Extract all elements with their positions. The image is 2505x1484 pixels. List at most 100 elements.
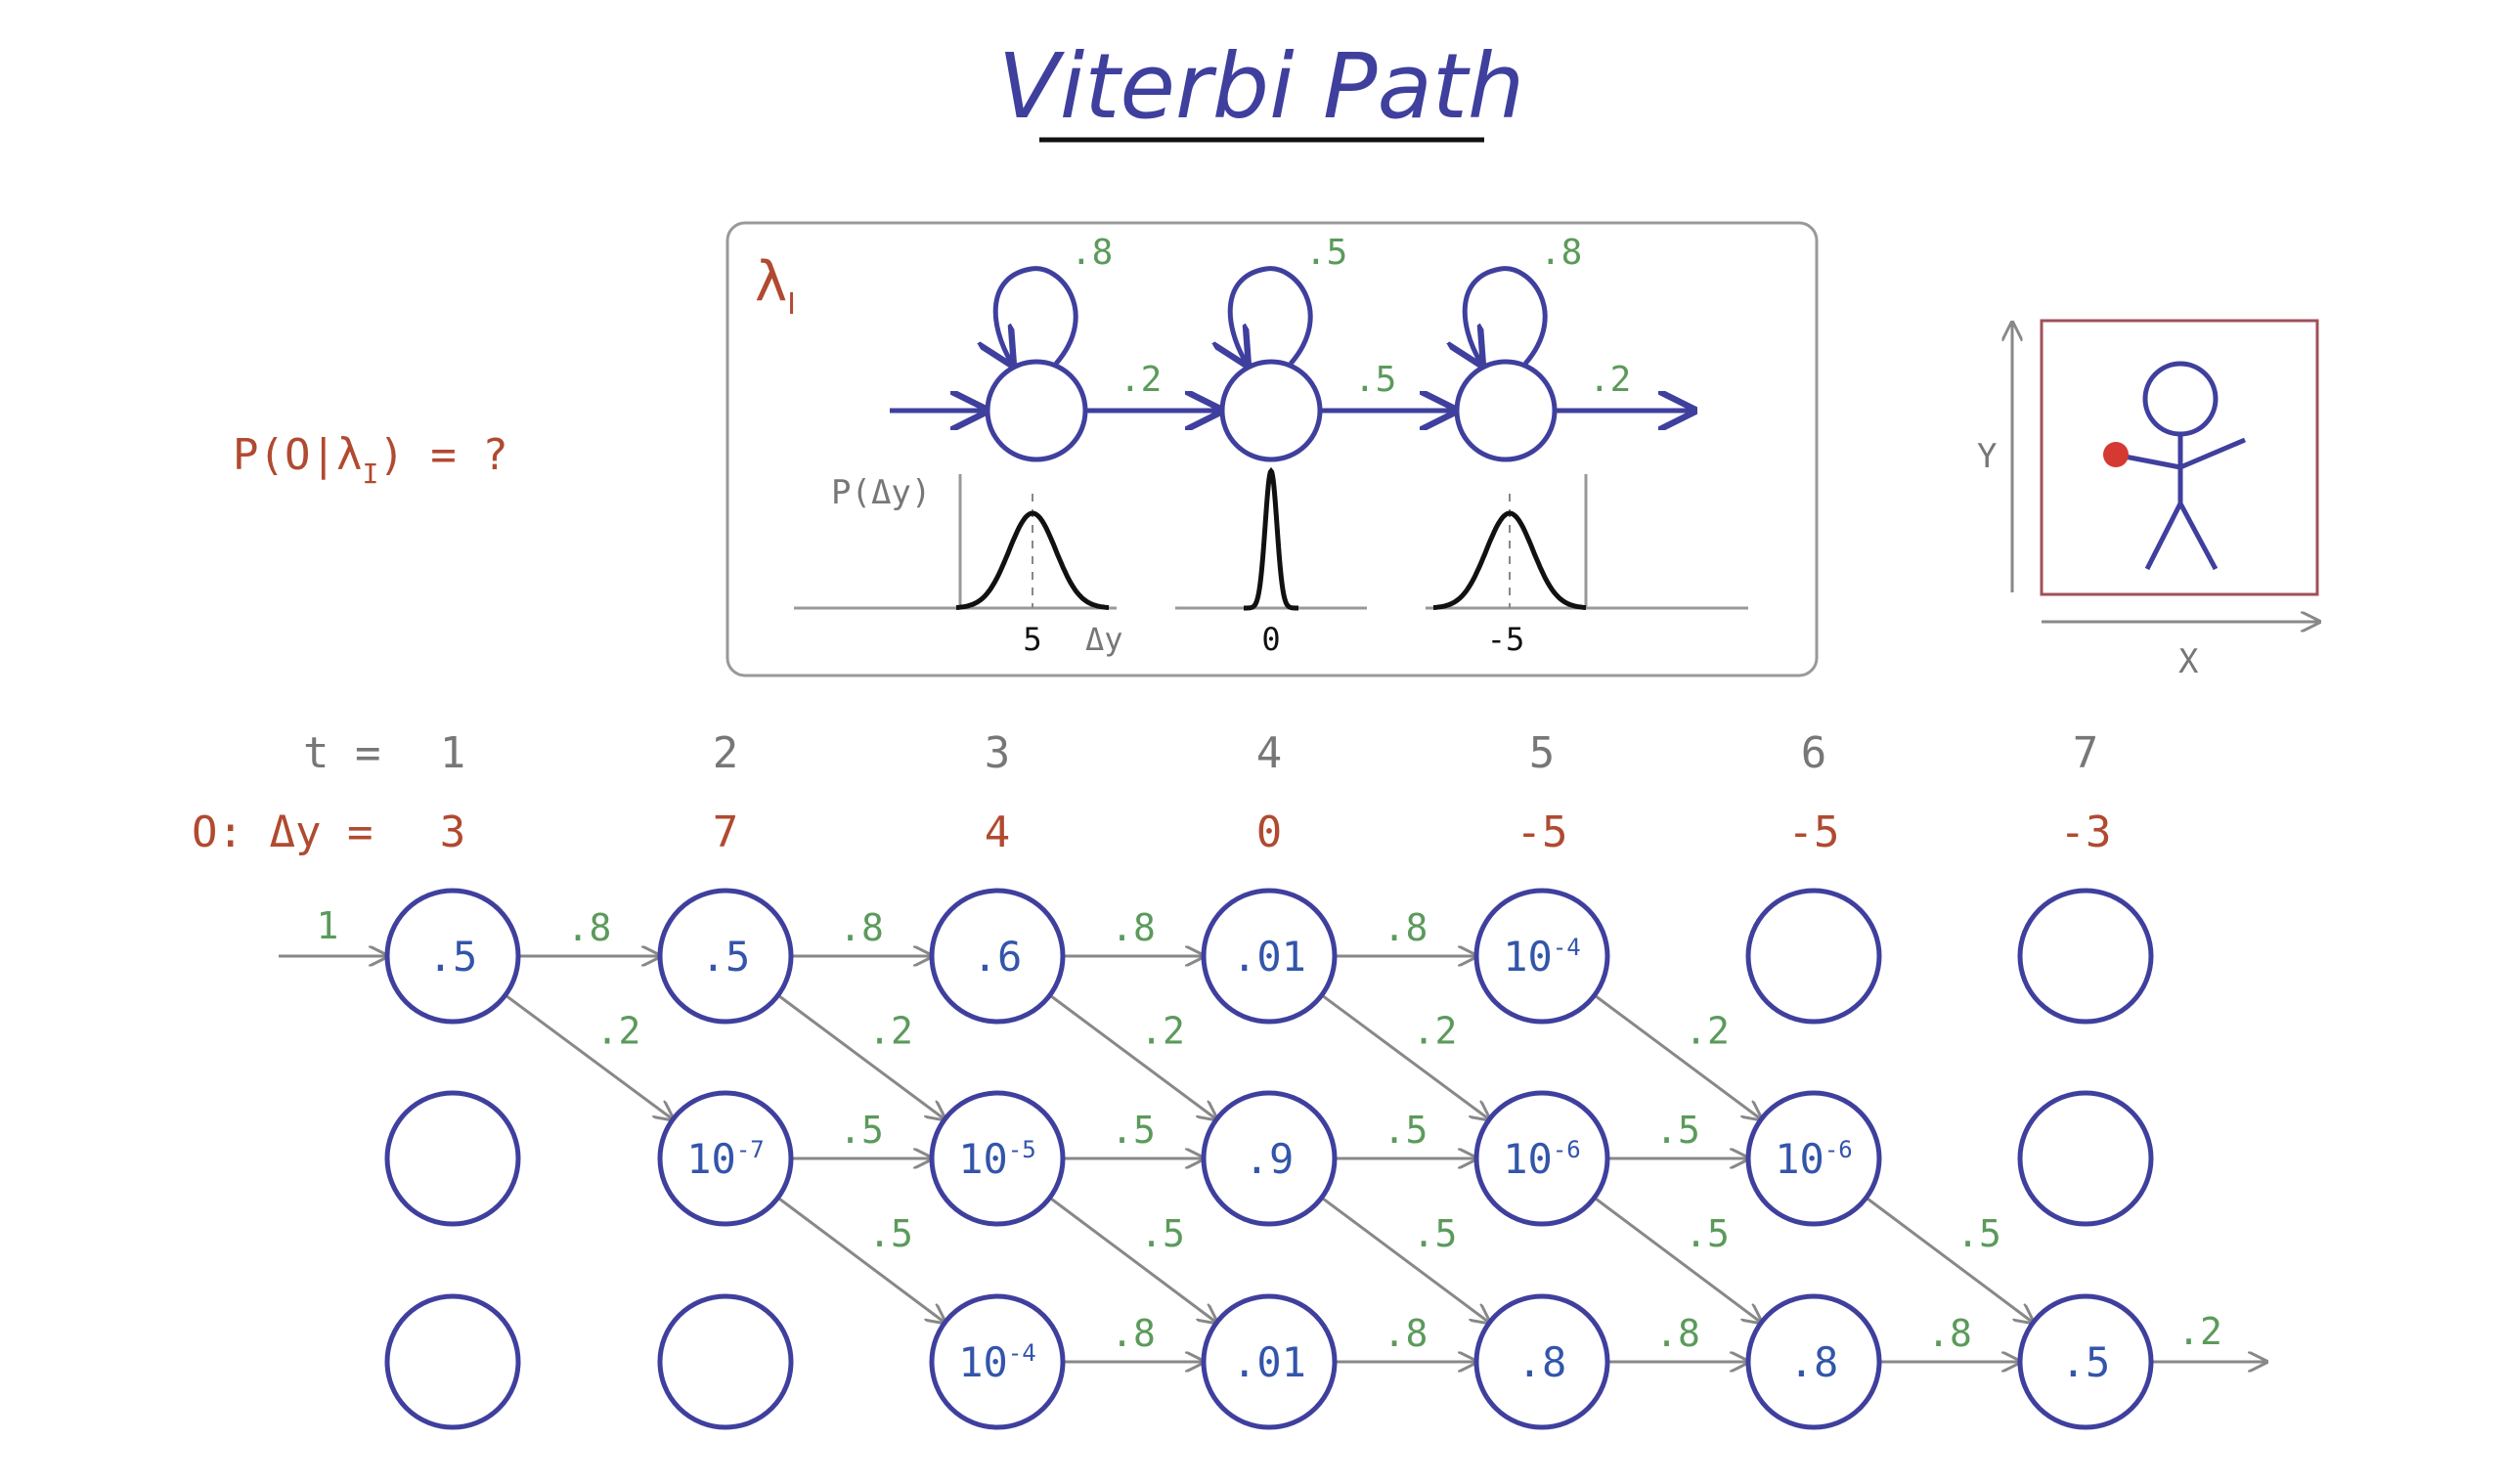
stick-figure-arm-left [2119,453,2181,470]
hmm-model-panel: λI .8 .5 .8 .2 .5 .2 P(Δy) 5 Δy [725,221,1819,677]
node-prob-value: 10-6 [1503,1135,1580,1183]
edge-prob-label: .5 [1655,1109,1700,1152]
edge-prob-label: .5 [868,1212,913,1255]
time-value: 4 [1256,728,1283,778]
figure-ylabel: Y [1977,437,1997,476]
probability-query-rhs: ) = ? [378,430,507,480]
time-value: 1 [440,728,466,778]
pdf-ylabel: P(Δy) [831,473,931,512]
node-prob-value: 10-6 [1775,1135,1852,1183]
initial-prob-label: 1 [317,904,339,947]
observation-value: 3 [440,807,466,857]
model-self-loop-3 [1465,266,1548,364]
trellis-node [1201,1293,1338,1430]
transition-prob-1: .2 [1120,360,1162,400]
node-prob-value: .5 [2061,1338,2111,1386]
time-row: 1 2 3 4 5 6 7 [440,728,2099,778]
edge-prob-label: .2 [1413,1010,1458,1053]
model-state-3 [1454,359,1558,462]
transition-prob-3: .2 [1589,360,1631,400]
pdf-curve-3 [1432,510,1587,610]
trellis-edge [1320,1196,1490,1323]
trellis-node [657,888,794,1025]
model-state-2 [1219,359,1323,462]
trellis-node [929,1090,1066,1227]
node-prob-value: 10-4 [1503,933,1580,981]
edge-prob-label: .5 [839,1109,884,1152]
node-prob-value: .01 [1232,1338,1306,1386]
node-prob-value: .8 [1517,1338,1567,1386]
figure-xlabel: X [2178,642,2199,681]
node-prob-value: .01 [1232,933,1306,981]
observation-value: 4 [985,807,1011,857]
trellis-node [1745,1293,1882,1430]
node-prob-value: .8 [1789,1338,1839,1386]
gesture-figure-panel: Y X [1977,319,2319,681]
trellis-edge [776,993,945,1119]
edge-prob-label: .8 [1655,1312,1700,1355]
final-prob-label: .2 [2177,1310,2222,1353]
trellis-node [384,888,521,1025]
trellis-node [657,1090,794,1227]
time-row-label: t = [303,728,380,778]
model-state-1 [985,359,1088,462]
trellis-node [2017,888,2154,1025]
trellis-node [1473,888,1610,1025]
trellis-node [929,888,1066,1025]
edge-prob-label: .8 [1384,906,1428,949]
trellis-edge [776,1196,945,1323]
time-value: 5 [1529,728,1556,778]
stick-figure-arm-right [2179,437,2246,470]
trellis-node [384,1293,521,1430]
trellis-edge [1048,1196,1217,1323]
time-value: 2 [713,728,739,778]
model-self-loop-2 [1230,266,1313,364]
page-title: Viterbi Path [998,34,1524,139]
trellis-edge [1593,993,1762,1119]
trellis-node [1473,1293,1610,1430]
time-value: 3 [985,728,1011,778]
stick-figure-leg-right [2177,502,2219,571]
observation-value: 7 [713,807,739,857]
time-value: 6 [1801,728,1827,778]
trellis-edge [1865,1196,2034,1323]
trellis-node [2017,1090,2154,1227]
trellis-node [1745,888,1882,1025]
trellis-edges: 1.8.8.8.8.2.2.2.2.2.5.5.5.5.5.5.5.5.5.8.… [279,904,2266,1362]
trellis-node [1201,1090,1338,1227]
observation-value: -3 [2060,807,2112,857]
edge-prob-label: .2 [1685,1010,1730,1053]
edge-prob-label: .2 [868,1010,913,1053]
edge-prob-label: .8 [1111,906,1156,949]
trellis-edge [1320,993,1489,1119]
trellis-edge [1048,993,1217,1119]
edge-prob-label: .8 [1384,1312,1428,1355]
observation-value: -5 [1516,807,1568,857]
observation-value: 0 [1256,807,1283,857]
edge-prob-label: .8 [1927,1312,1972,1355]
pdf-mean-label-2: 0 [1261,621,1280,658]
pdf-curve-1 [955,510,1110,610]
self-loop-prob-3: .8 [1540,233,1582,273]
pdf-mean-label-3: -5 [1487,621,1525,658]
node-prob-value: 10-5 [958,1135,1035,1183]
pdf-mean-label-1: 5 [1023,621,1041,658]
edge-prob-label: .5 [1140,1212,1185,1255]
probability-query: P(O|λI) = ? [233,430,508,490]
node-prob-value: .5 [701,933,751,981]
edge-prob-label: .2 [596,1010,641,1053]
transition-prob-2: .5 [1354,360,1396,400]
self-loop-prob-1: .8 [1071,233,1113,273]
edge-prob-label: .8 [1111,1312,1156,1355]
node-prob-value: 10-4 [958,1338,1035,1386]
edge-prob-label: .5 [1384,1109,1428,1152]
trellis-node [2017,1293,2154,1430]
model-label: λI [755,250,796,322]
edge-prob-label: .5 [1956,1212,2001,1255]
trellis-edge [1593,1196,1762,1323]
edge-prob-label: .5 [1413,1212,1458,1255]
trellis-edge [504,993,673,1119]
time-value: 7 [2073,728,2099,778]
